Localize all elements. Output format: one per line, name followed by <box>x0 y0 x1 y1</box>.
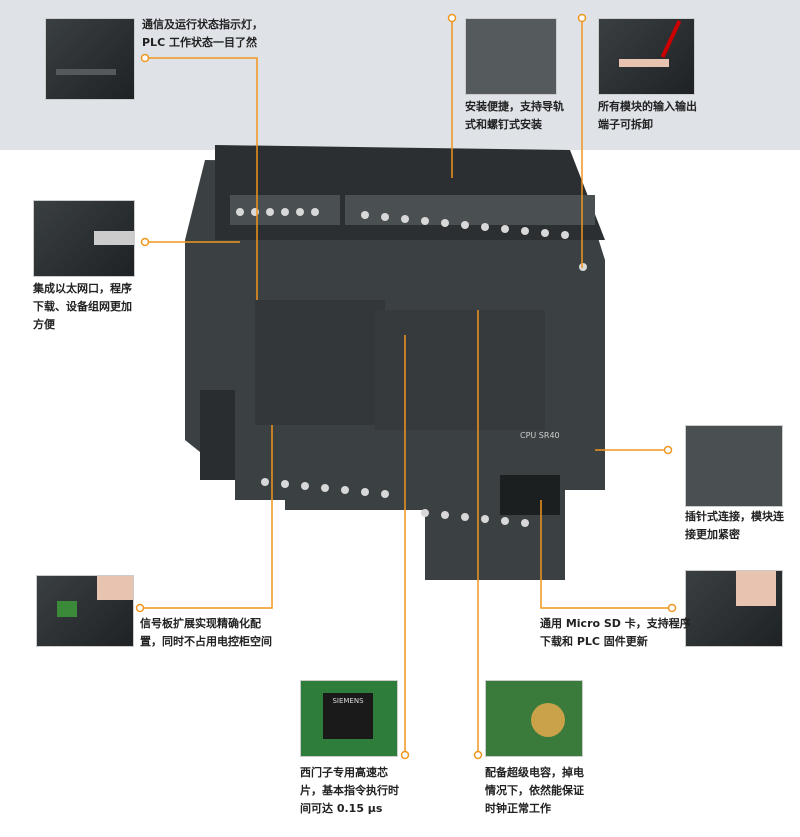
caption-line: 式和螺钉式安装 <box>465 118 542 131</box>
caption-line: 时钟正常工作 <box>485 802 551 815</box>
caption-line: 间可达 0.15 μs <box>300 802 383 815</box>
caption-line: 接更加紧密 <box>685 528 740 541</box>
caption-signal-board: 信号板扩展实现精确化配 置，同时不占用电控柜空间 <box>140 615 272 651</box>
chip-label: SIEMENS <box>323 693 373 739</box>
caption-line: 插针式连接，模块连 <box>685 510 784 523</box>
thumbnail-plug-connection <box>685 425 783 507</box>
caption-line: 端子可拆卸 <box>598 118 653 131</box>
caption-mounting: 安装便捷，支持导轨 式和螺钉式安装 <box>465 98 564 134</box>
thumbnail-terminals <box>598 18 695 95</box>
thumbnail-micro-sd <box>685 570 783 647</box>
caption-terminals: 所有模块的输入输出 端子可拆卸 <box>598 98 697 134</box>
caption-micro-sd: 通用 Micro SD 卡，支持程序 下载和 PLC 固件更新 <box>540 615 691 651</box>
caption-status-leds: 通信及运行状态指示灯， PLC 工作状态一目了然 <box>142 16 263 52</box>
thumbnail-signal-board <box>36 575 134 647</box>
thumbnail-mounting <box>465 18 557 95</box>
caption-plug-connection: 插针式连接，模块连 接更加紧密 <box>685 508 784 544</box>
caption-line: 情况下，依然能保证 <box>485 784 584 797</box>
caption-line: 片，基本指令执行时 <box>300 784 399 797</box>
caption-line: 方便 <box>33 318 55 331</box>
caption-line: 所有模块的输入输出 <box>598 100 697 113</box>
plc-device-image: CPU SR40 <box>175 140 625 580</box>
thumbnail-supercapacitor <box>485 680 583 757</box>
caption-line: 配备超级电容，掉电 <box>485 766 584 779</box>
caption-line: 集成以太网口，程序 <box>33 282 132 295</box>
caption-line: 下载、设备组网更加 <box>33 300 132 313</box>
caption-line: PLC 工作状态一目了然 <box>142 36 257 49</box>
thumbnail-chip: SIEMENS <box>300 680 398 757</box>
caption-line: 信号板扩展实现精确化配 <box>140 617 261 630</box>
caption-line: 通信及运行状态指示灯， <box>142 18 263 31</box>
thumbnail-ethernet <box>33 200 135 277</box>
caption-supercapacitor: 配备超级电容，掉电 情况下，依然能保证 时钟正常工作 <box>485 764 584 818</box>
caption-line: 通用 Micro SD 卡，支持程序 <box>540 617 691 630</box>
caption-ethernet: 集成以太网口，程序 下载、设备组网更加 方便 <box>33 280 132 334</box>
model-label: CPU SR40 <box>520 431 560 440</box>
thumbnail-status-leds <box>45 18 135 100</box>
caption-line: 置，同时不占用电控柜空间 <box>140 635 272 648</box>
caption-line: 下载和 PLC 固件更新 <box>540 635 648 648</box>
caption-line: 西门子专用高速芯 <box>300 766 388 779</box>
caption-chip: 西门子专用高速芯 片，基本指令执行时 间可达 0.15 μs <box>300 764 399 818</box>
caption-line: 安装便捷，支持导轨 <box>465 100 564 113</box>
